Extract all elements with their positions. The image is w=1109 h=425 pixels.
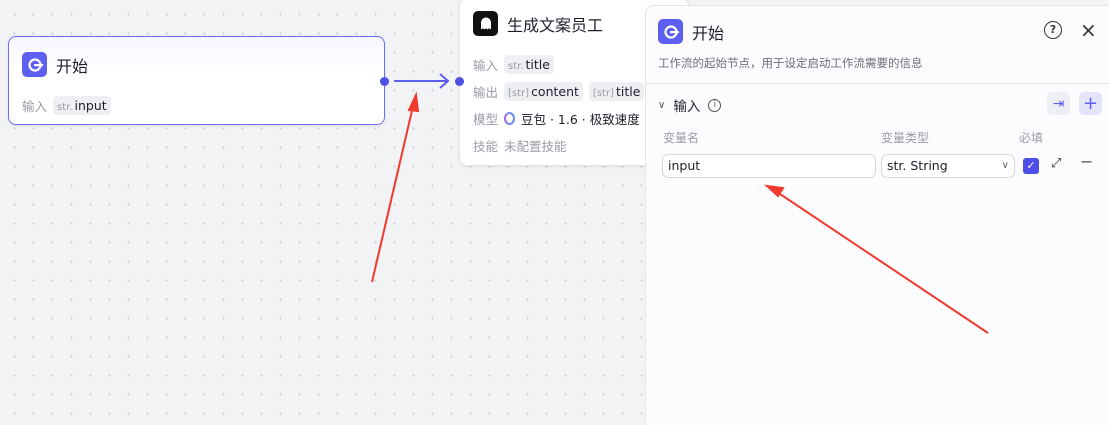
divider bbox=[646, 83, 1109, 84]
input-tag: str.input bbox=[53, 95, 111, 115]
start-node-icon bbox=[658, 19, 683, 44]
col-required-header: 必填 bbox=[1019, 131, 1044, 145]
remove-variable-button[interactable]: − bbox=[1080, 152, 1094, 171]
variable-type-value: str. String bbox=[887, 158, 948, 173]
skill-value: 未配置技能 bbox=[504, 138, 567, 154]
chevron-down-icon: ∨ bbox=[658, 99, 666, 111]
output-tag: [str]content bbox=[504, 81, 583, 101]
model-value: 豆包 · 1.6 · 极致速度 bbox=[521, 111, 640, 127]
robot-icon bbox=[473, 11, 498, 36]
input-label: 输入 bbox=[473, 57, 499, 73]
add-variable-button[interactable]: + bbox=[1079, 92, 1102, 115]
red-arrow bbox=[763, 184, 989, 334]
start-node-title: 开始 bbox=[56, 56, 89, 76]
panel-description: 工作流的起始节点，用于设定启动工作流需要的信息 bbox=[658, 56, 923, 70]
section-title: 输入 bbox=[673, 99, 701, 115]
expand-icon[interactable]: ⤢ bbox=[1051, 156, 1062, 171]
col-name-header: 变量名 bbox=[663, 131, 700, 145]
help-icon[interactable]: ? bbox=[1044, 21, 1062, 39]
llm-node-title: 生成文案员工 bbox=[507, 15, 604, 35]
panel-title: 开始 bbox=[692, 23, 725, 43]
col-type-header: 变量类型 bbox=[881, 131, 930, 145]
node-config-panel: 开始 ? × 工作流的起始节点，用于设定启动工作流需要的信息 ∨ 输入 i ⇥ … bbox=[645, 5, 1109, 425]
input-label: 输入 bbox=[22, 98, 48, 114]
close-icon[interactable]: × bbox=[1080, 18, 1097, 42]
import-button[interactable]: ⇥ bbox=[1047, 92, 1070, 115]
info-icon[interactable]: i bbox=[708, 98, 722, 112]
output-tag: [str]title bbox=[588, 81, 645, 101]
variable-name-input[interactable]: input bbox=[662, 154, 876, 178]
required-checkbox[interactable]: ✓ bbox=[1023, 158, 1039, 174]
variable-type-select[interactable]: str. String ∨ bbox=[881, 154, 1015, 178]
input-tag: str.title bbox=[504, 54, 554, 74]
start-node-icon bbox=[22, 52, 47, 77]
start-node[interactable]: 开始 输入 str.input bbox=[8, 36, 385, 125]
skill-label: 技能 bbox=[473, 138, 499, 154]
model-label: 模型 bbox=[473, 111, 499, 127]
chevron-down-icon: ∨ bbox=[1001, 160, 1009, 171]
input-port[interactable] bbox=[455, 77, 464, 86]
red-arrow bbox=[371, 91, 420, 283]
output-label: 输出 bbox=[473, 84, 499, 100]
output-port[interactable] bbox=[380, 77, 389, 86]
input-section-toggle[interactable]: ∨ 输入 i bbox=[658, 95, 722, 115]
doubao-logo-icon bbox=[504, 111, 516, 125]
edge-connector bbox=[394, 73, 450, 89]
